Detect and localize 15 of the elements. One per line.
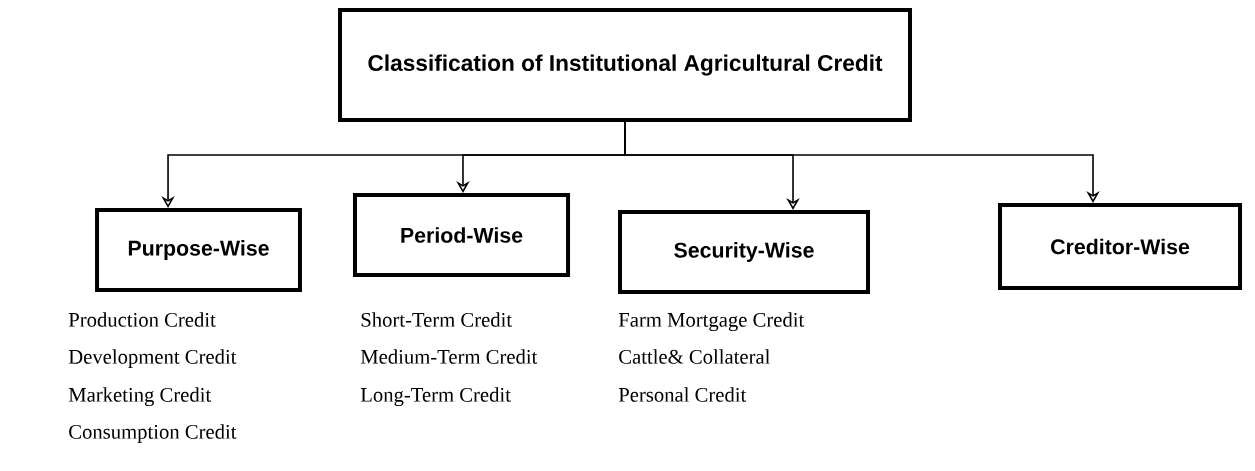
category-box: Purpose-Wise [95, 208, 302, 292]
list-item: Short-Term Credit [361, 312, 512, 327]
list-item: Marketing Credit [68, 387, 212, 407]
category-box: Security-Wise [618, 210, 870, 294]
list-item: Development Credit [68, 349, 237, 368]
title-box: Classification of Institutional Agricultural Credit [338, 8, 912, 122]
list-item: Personal Credit [618, 387, 747, 402]
list-item: Cattle& Collateral [619, 349, 770, 364]
list-item: Medium-Term Credit [360, 349, 538, 364]
list-item: Farm Mortgage Credit [618, 312, 805, 332]
list-item: Long-Term Credit [360, 387, 511, 407]
category-box: Creditor-Wise [998, 203, 1242, 290]
list-item: Production Credit [68, 312, 216, 327]
list-item: Consumption Credit [69, 424, 237, 443]
category-box: Period-Wise [352, 193, 571, 277]
